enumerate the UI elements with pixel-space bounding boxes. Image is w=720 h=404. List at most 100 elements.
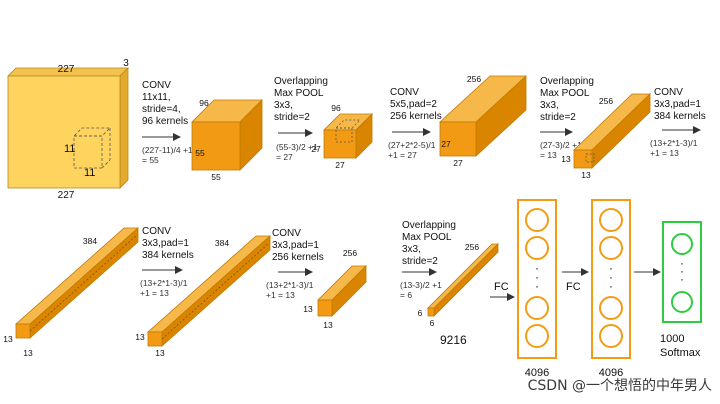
conv4-description: CONV 3x3,pad=1 384 kernels (13+2*1-3)/1 …	[140, 226, 194, 298]
block1-height-label: 13	[23, 348, 33, 358]
softmax-label: Softmax	[660, 347, 701, 359]
block2-depth-label: 384	[215, 238, 229, 248]
conv5-line: 256 kernels	[272, 252, 324, 263]
softmax-layer	[662, 221, 702, 323]
conv4-formula: (13+2*1-3)/1	[140, 278, 188, 288]
block3-height-label: 13	[323, 320, 333, 330]
pool2-line: Max POOL	[540, 88, 590, 99]
conv1-line: 11x11,	[142, 92, 171, 103]
fc1-size-label: 4096	[525, 367, 549, 379]
conv1-description: CONV 11x11, stride=4, 96 kernels (227-11…	[142, 80, 193, 165]
conv5-formula: (13+2*1-3)/1	[266, 280, 314, 290]
input-volume	[7, 67, 129, 189]
fc1-dot: ·	[535, 279, 539, 293]
pool3-height-label: 6	[430, 318, 435, 328]
pool3-width-label: 6	[418, 308, 423, 318]
pool3-formula: = 6	[400, 290, 412, 300]
input-width-label: 227	[58, 64, 75, 75]
fc1-label: FC	[494, 281, 509, 293]
pool1-line: Overlapping	[274, 76, 328, 87]
conv1-line: stride=4,	[142, 104, 181, 115]
pool3-line: stride=2	[402, 256, 438, 267]
conv2-formula: (27+2*2-5)/1	[388, 140, 436, 150]
pool2-height-label: 13	[581, 170, 591, 180]
pool2-description: Overlapping Max POOL 3x3, stride=2 (27-3…	[540, 76, 594, 160]
conv3-line: 3x3,pad=1	[654, 99, 701, 110]
pool1-width-label: 27	[311, 144, 321, 154]
pool3-depth-label: 256	[465, 242, 479, 252]
softmax-dot: ·	[680, 264, 684, 278]
kernel-width-label: 11	[64, 143, 75, 155]
conv4-formula: +1 = 13	[140, 288, 169, 298]
conv4-line: 384 kernels	[142, 250, 194, 261]
input-height-label: 227	[58, 190, 75, 201]
pool1-description: Overlapping Max POOL 3x3, stride=2 (55-3…	[274, 76, 328, 162]
pool2-line: 3x3,	[540, 100, 559, 111]
conv4-output-volume	[146, 235, 272, 347]
conv5-line: CONV	[272, 228, 301, 239]
block1-depth-label: 384	[83, 236, 97, 246]
conv2-width-label: 27	[441, 139, 451, 149]
conv4-line: 3x3,pad=1	[142, 238, 189, 249]
fc2-label: FC	[566, 281, 581, 293]
conv1-formula: (227-11)/4 +1	[142, 145, 193, 155]
softmax-dot: ·	[680, 272, 684, 286]
pool3-line: Overlapping	[402, 220, 456, 231]
conv2-formula: +1 = 27	[388, 150, 417, 160]
pool1-formula: = 27	[276, 152, 293, 162]
pool1-depth-label: 96	[331, 103, 341, 113]
pool1-line: stride=2	[274, 112, 310, 123]
block2-height-label: 13	[155, 348, 165, 358]
conv2-height-label: 27	[453, 158, 463, 168]
conv5-formula: +1 = 13	[266, 290, 295, 300]
block1-width-label: 13	[3, 334, 13, 344]
conv2-line: 256 kernels	[390, 111, 442, 122]
conv1-output-volume	[191, 99, 263, 171]
softmax-size-label: 1000	[660, 333, 684, 345]
conv5-description: CONV 3x3,pad=1 256 kernels (13+2*1-3)/1 …	[266, 228, 324, 300]
fc2-dot: ·	[609, 279, 613, 293]
pool1-line: 3x3,	[274, 100, 293, 111]
conv3-formula: (13+2*1-3)/1	[650, 138, 698, 148]
flatten-size-label: 9216	[440, 333, 467, 347]
conv4-line: CONV	[142, 226, 171, 237]
pool3-line: 3x3,	[402, 244, 421, 255]
pool3-output-volume	[427, 243, 499, 317]
fc2-dot: ·	[609, 261, 613, 275]
pool2-formula: (27-3)/2 +1	[540, 140, 582, 150]
conv1-formula: = 55	[142, 155, 159, 165]
pool2-line: Overlapping	[540, 76, 594, 87]
pool2-formula: = 13	[540, 150, 557, 160]
conv3-output-volume	[14, 227, 140, 339]
input-depth-label: 3	[123, 58, 129, 69]
pool3-formula: (13-3)/2 +1	[400, 280, 442, 290]
softmax-dot: ·	[680, 256, 684, 270]
block3-width-label: 13	[303, 304, 313, 314]
fc1-layer	[517, 199, 557, 359]
conv3-line: CONV	[654, 87, 683, 98]
conv2-line: CONV	[390, 87, 419, 98]
pool1-output-volume	[323, 113, 373, 159]
fc2-layer	[591, 199, 631, 359]
conv5-line: 3x3,pad=1	[272, 240, 319, 251]
kernel-height-label: 11	[84, 167, 95, 179]
conv1-depth-label: 96	[199, 98, 209, 108]
conv3-formula: +1 = 13	[650, 148, 679, 158]
block3-depth-label: 256	[343, 248, 357, 258]
pool2-output-volume	[573, 93, 651, 169]
conv5-output-volume	[317, 265, 367, 317]
conv2-depth-label: 256	[467, 74, 481, 84]
pool1-formula: (55-3)/2 +1	[276, 142, 318, 152]
pool1-line: Max POOL	[274, 88, 324, 99]
conv1-line: CONV	[142, 80, 171, 91]
pool3-description: Overlapping Max POOL 3x3, stride=2 (13-3…	[400, 220, 456, 300]
conv1-width-label: 55	[195, 148, 205, 158]
conv2-line: 5x5,pad=2	[390, 99, 437, 110]
watermark-text: CSDN @一个想悟的中年男人	[528, 378, 712, 394]
pool2-line: stride=2	[540, 112, 576, 123]
conv2-output-volume	[438, 75, 528, 157]
pool2-width-label: 13	[561, 154, 571, 164]
conv2-description: CONV 5x5,pad=2 256 kernels (27+2*2-5)/1 …	[388, 87, 442, 160]
